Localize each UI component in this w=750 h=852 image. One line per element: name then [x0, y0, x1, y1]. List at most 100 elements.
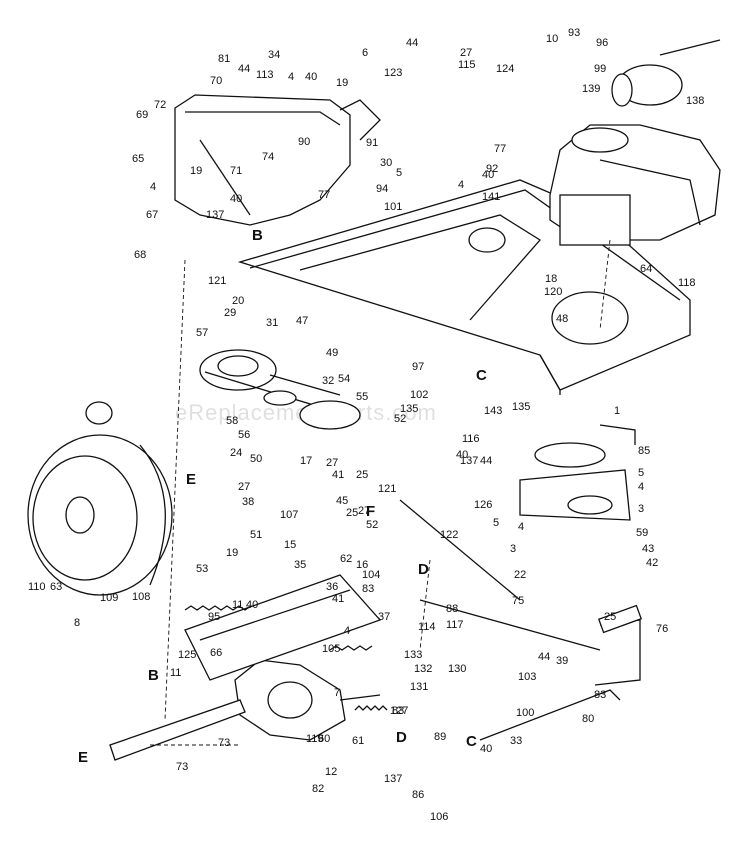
callout-label: 121: [208, 275, 226, 287]
callout-label: 99: [594, 63, 606, 75]
callout-label: 25: [346, 507, 358, 519]
callout-label: 18: [545, 273, 557, 285]
callout-label: 127: [390, 705, 408, 717]
callout-label: 47: [296, 315, 308, 327]
callout-label: 91: [366, 137, 378, 149]
callout-label: 131: [410, 681, 428, 693]
callout-label: 52: [366, 519, 378, 531]
callout-label: 122: [440, 529, 458, 541]
callout-label: 138: [686, 95, 704, 107]
callout-label: 5: [396, 167, 402, 179]
callout-label: 135: [400, 403, 418, 415]
callout-label: 65: [132, 153, 144, 165]
callout-label: 102: [410, 389, 428, 401]
callout-label: 88: [446, 603, 458, 615]
callout-label: 108: [132, 591, 150, 603]
callout-label: 74: [262, 151, 274, 163]
callout-label: 90: [298, 136, 310, 148]
callout-label: 10: [546, 33, 558, 45]
callout-label: 11: [170, 667, 181, 679]
callout-label: 3: [638, 503, 644, 515]
callout-label: 77: [494, 143, 506, 155]
callout-label: 25: [356, 469, 368, 481]
callout-label: 141: [482, 191, 500, 203]
callout-label: 143: [484, 405, 502, 417]
callout-label: 31: [266, 317, 278, 329]
callout-label: 57: [196, 327, 208, 339]
callout-label: 54: [338, 373, 350, 385]
callout-107-badge: [85, 401, 113, 425]
callout-label: 119: [306, 733, 324, 745]
callout-label: 115: [458, 59, 476, 71]
callout-label: 92: [486, 163, 498, 175]
callout-label: 123: [384, 67, 402, 79]
callout-label: 19: [336, 77, 348, 89]
callout-label: 125: [178, 649, 196, 661]
callout-label: 40: [482, 169, 494, 181]
reference-letter: C: [466, 733, 477, 750]
reference-letter: B: [252, 227, 263, 244]
callout-label: 19: [226, 547, 238, 559]
callout-label: 40: [246, 599, 258, 611]
callout-label: 51: [250, 529, 262, 541]
callout-label: 42: [646, 557, 658, 569]
callout-label: 44: [480, 455, 492, 467]
callout-label: 27: [238, 481, 250, 493]
callout-label: 40: [230, 193, 242, 205]
callout-label: 48: [556, 313, 568, 325]
callout-label: 96: [596, 37, 608, 49]
callout-label: 71: [230, 165, 242, 177]
callout-label: 75: [512, 595, 524, 607]
callout-label: 22: [514, 569, 526, 581]
callout-label: 105: [322, 643, 340, 655]
callout-label: 73: [176, 761, 188, 773]
callout-label: 62: [340, 553, 352, 565]
pedal-linkage-drawing: [399, 499, 643, 741]
callout-label: 3: [510, 543, 516, 555]
callout-label: 69: [136, 109, 148, 121]
callout-label: 64: [640, 263, 652, 275]
callout-label: 139: [582, 83, 600, 95]
callout-label: 30: [380, 157, 392, 169]
pulley-belt-drawing: [199, 349, 361, 430]
callout-label: 4: [150, 181, 156, 193]
reference-letter: B: [148, 667, 159, 684]
callout-label: 103: [518, 671, 536, 683]
callout-label: 121: [378, 483, 396, 495]
callout-label: 24: [230, 447, 242, 459]
springs-drawing: [184, 605, 388, 711]
callout-label: 6: [362, 47, 368, 59]
callout-label: 120: [544, 286, 562, 298]
engine-drawing: [549, 124, 721, 246]
callout-label: 68: [134, 249, 146, 261]
callout-label: 104: [362, 569, 380, 581]
reference-letter: E: [78, 749, 88, 766]
callout-label: 39: [556, 655, 568, 667]
callout-label: 4: [458, 179, 464, 191]
callout-label: 83: [392, 705, 404, 717]
front-bracket-drawing: [174, 94, 381, 226]
callout-label: 27: [460, 47, 472, 59]
callout-label: 58: [226, 415, 238, 427]
callout-label: 37: [378, 611, 390, 623]
callout-label: 95: [208, 611, 220, 623]
callout-label: 106: [430, 811, 448, 823]
callout-label: 20: [232, 295, 244, 307]
callout-label: 101: [384, 201, 402, 213]
callout-label: 110: [28, 581, 46, 593]
reference-letter: F: [366, 503, 375, 520]
callout-label: 29: [224, 307, 236, 319]
callout-label: 40: [305, 71, 317, 83]
callout-label: 133: [404, 649, 422, 661]
callout-label: 83: [594, 689, 606, 701]
dashed-leaders: [150, 239, 611, 746]
callout-label: 50: [250, 453, 262, 465]
callout-label: 89: [434, 731, 446, 743]
callout-label: 55: [356, 391, 368, 403]
callout-label: 83: [362, 583, 374, 595]
callout-label: 27: [326, 457, 338, 469]
callout-label: 94: [376, 183, 388, 195]
callout-label: 66: [210, 647, 222, 659]
